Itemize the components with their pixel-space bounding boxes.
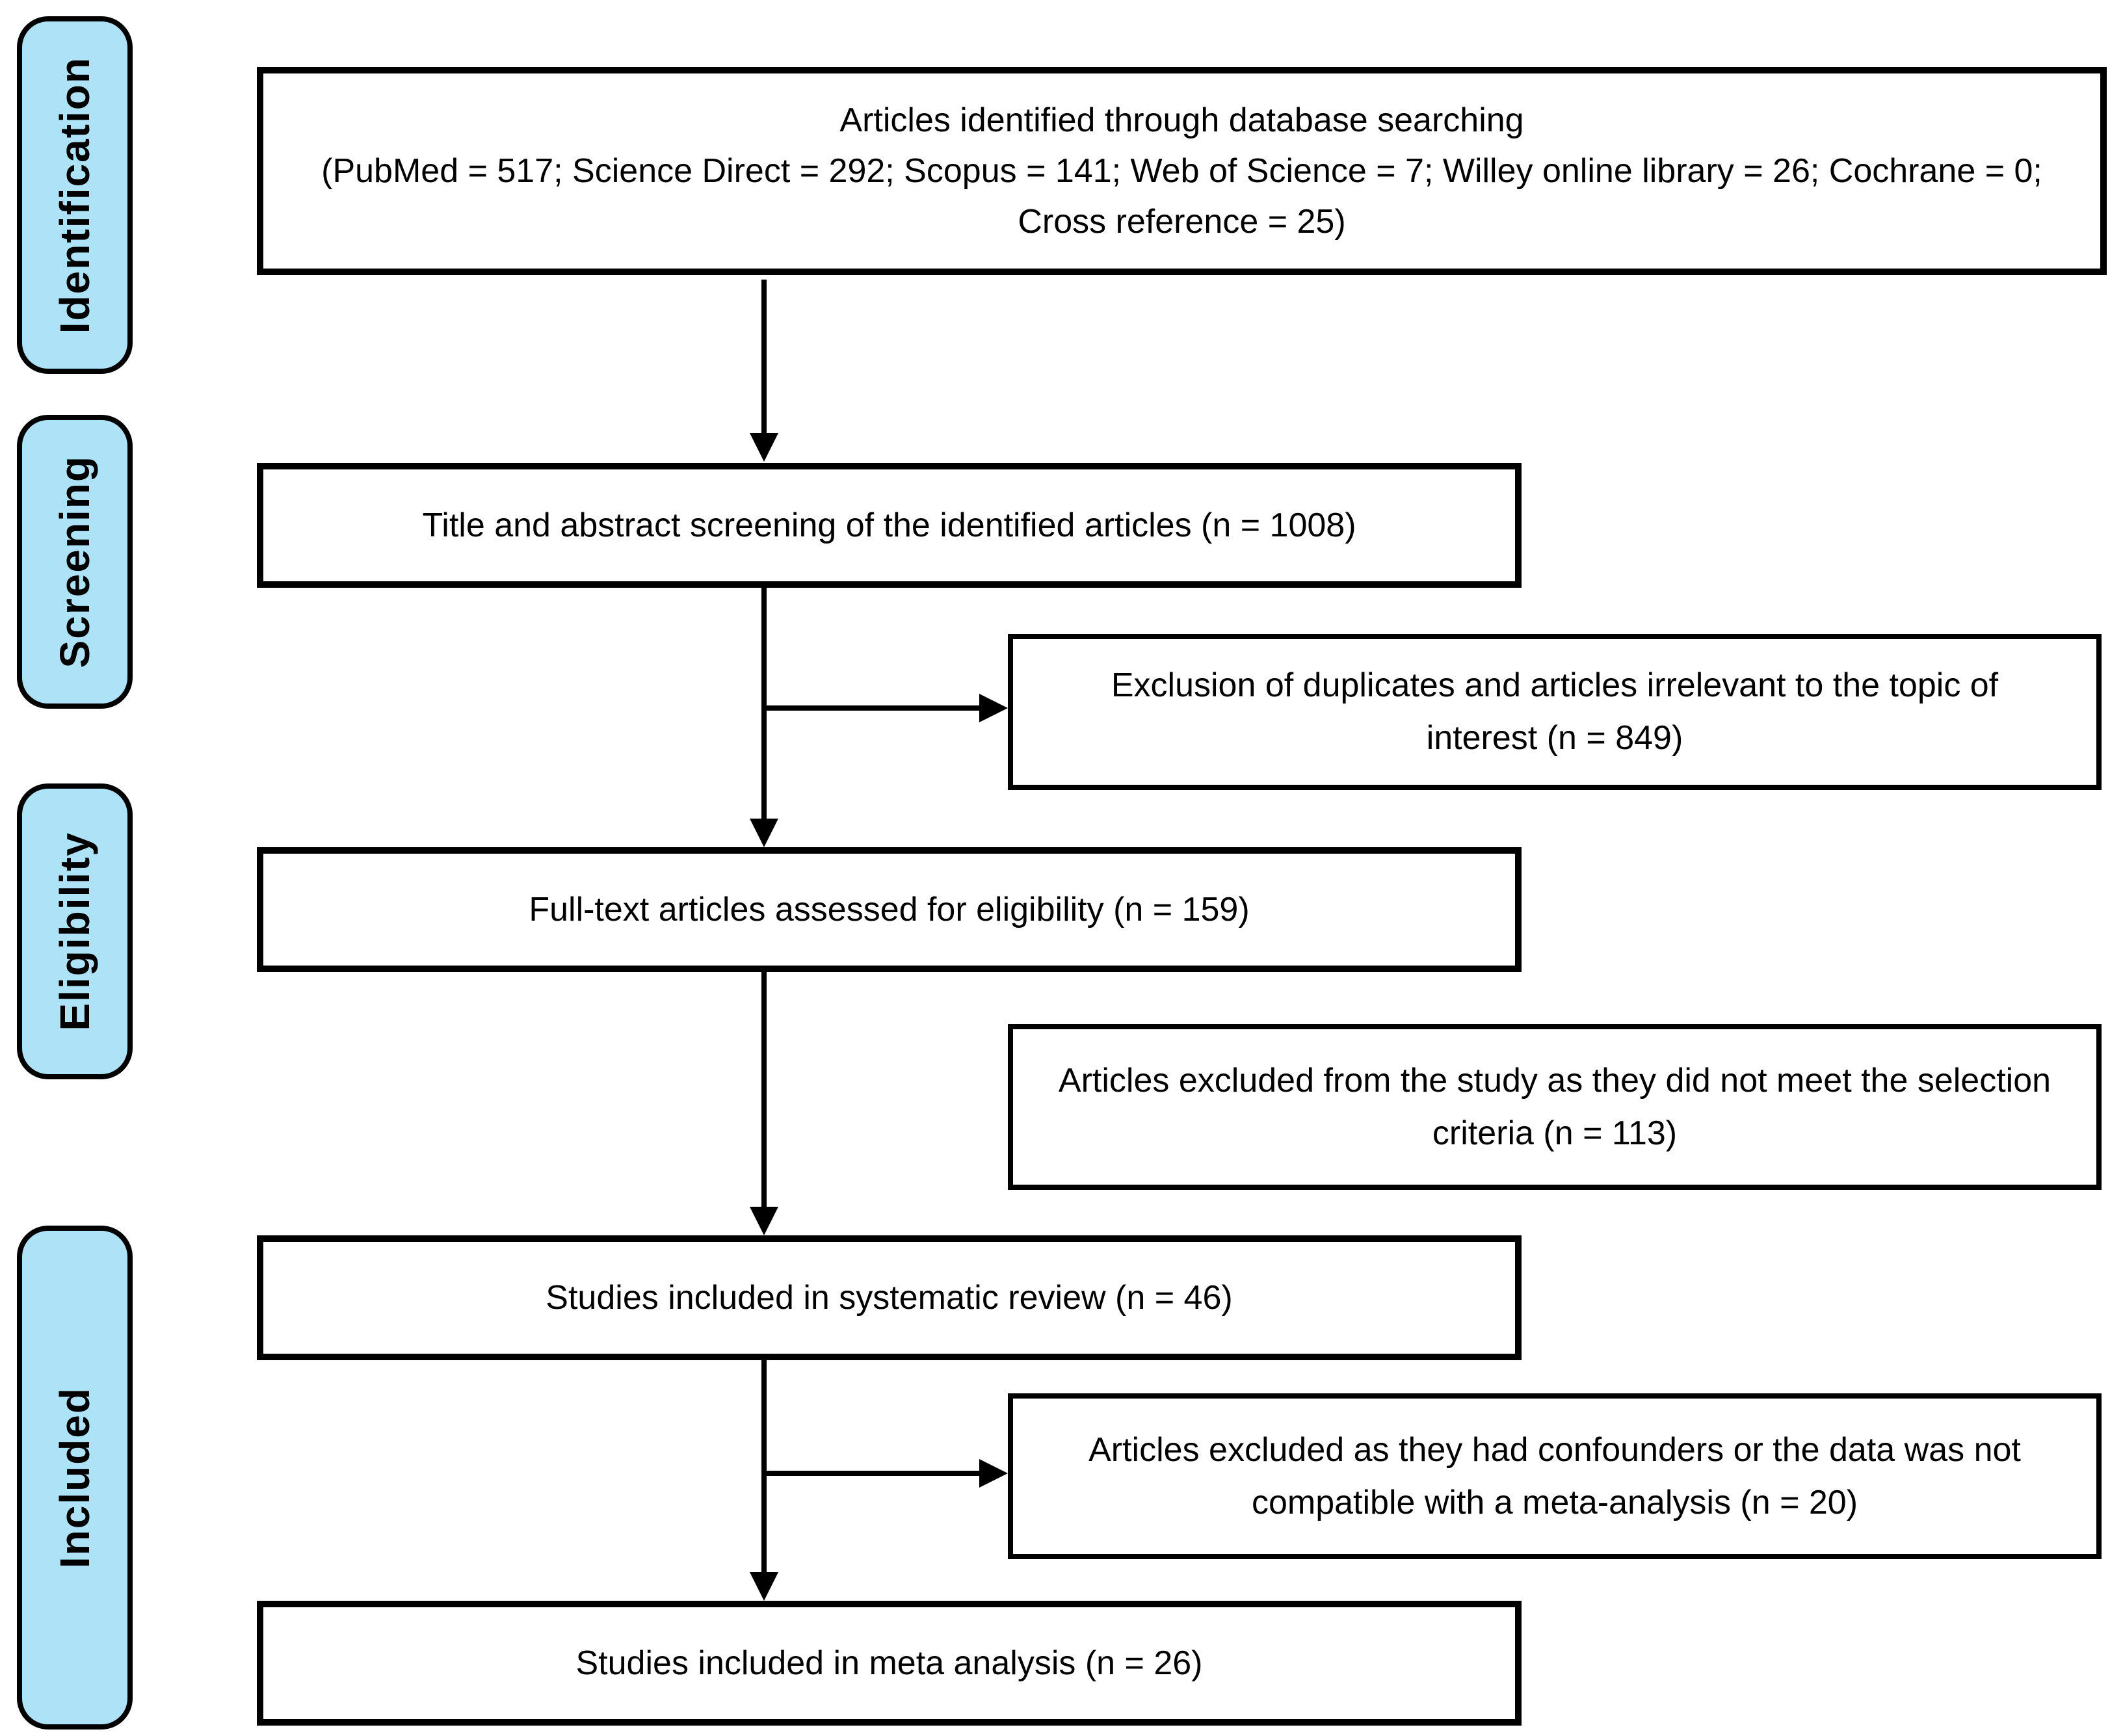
branch-to-exclusion-confounders-line xyxy=(764,1471,981,1476)
arrow-sysreview-to-metaanalysis-head-icon xyxy=(750,1572,778,1601)
identified-articles-line1: Articles identified through database sea… xyxy=(839,101,1524,139)
branch-to-exclusion-confounders-head-icon xyxy=(979,1459,1008,1488)
arrow-eligibility-to-sysreview-line xyxy=(761,972,767,1208)
exclusion-selection-criteria-text: Articles excluded from the study as they… xyxy=(1058,1061,2051,1152)
arrow-identified-to-screening-line xyxy=(761,280,767,434)
exclusion-selection-criteria-box: Articles excluded from the study as they… xyxy=(1008,1024,2102,1190)
branch-to-exclusion-duplicates-head-icon xyxy=(979,694,1008,722)
stage-label-included-text: Included xyxy=(51,1386,98,1569)
stage-label-included: Included xyxy=(17,1226,133,1729)
systematic-review-included-box: Studies included in systematic review (n… xyxy=(257,1235,1522,1360)
fulltext-assessed-text: Full-text articles assessed for eligibil… xyxy=(529,891,1250,928)
arrow-screening-to-eligibility-line xyxy=(761,588,767,820)
identified-articles-text: Articles identified through database sea… xyxy=(296,95,2068,247)
arrow-screening-to-eligibility-head-icon xyxy=(750,819,778,847)
meta-analysis-included-box: Studies included in meta analysis (n = 2… xyxy=(257,1601,1522,1726)
stage-label-screening: Screening xyxy=(17,415,133,709)
identified-articles-box: Articles identified through database sea… xyxy=(257,67,2107,275)
arrow-sysreview-to-metaanalysis-line xyxy=(761,1360,767,1573)
exclusion-duplicates-text: Exclusion of duplicates and articles irr… xyxy=(1111,666,1999,757)
identified-articles-line2: (PubMed = 517; Science Direct = 292; Sco… xyxy=(321,152,2042,241)
branch-to-exclusion-duplicates-line xyxy=(764,705,981,711)
stage-label-eligibility: Eligibility xyxy=(17,783,133,1079)
exclusion-confounders-text: Articles excluded as they had confounder… xyxy=(1088,1430,2021,1521)
stage-label-eligibility-text: Eligibility xyxy=(51,832,98,1031)
arrow-identified-to-screening-head-icon xyxy=(750,433,778,462)
fulltext-assessed-box: Full-text articles assessed for eligibil… xyxy=(257,847,1522,972)
arrow-eligibility-to-sysreview-head-icon xyxy=(750,1207,778,1235)
stage-label-identification-text: Identification xyxy=(51,56,98,334)
title-abstract-screening-text: Title and abstract screening of the iden… xyxy=(422,506,1356,544)
stage-label-identification: Identification xyxy=(17,16,133,374)
title-abstract-screening-box: Title and abstract screening of the iden… xyxy=(257,463,1522,588)
exclusion-confounders-box: Articles excluded as they had confounder… xyxy=(1008,1393,2102,1559)
systematic-review-included-text: Studies included in systematic review (n… xyxy=(546,1279,1233,1317)
stage-label-screening-text: Screening xyxy=(51,455,98,668)
meta-analysis-included-text: Studies included in meta analysis (n = 2… xyxy=(575,1644,1203,1682)
exclusion-duplicates-box: Exclusion of duplicates and articles irr… xyxy=(1008,634,2102,790)
